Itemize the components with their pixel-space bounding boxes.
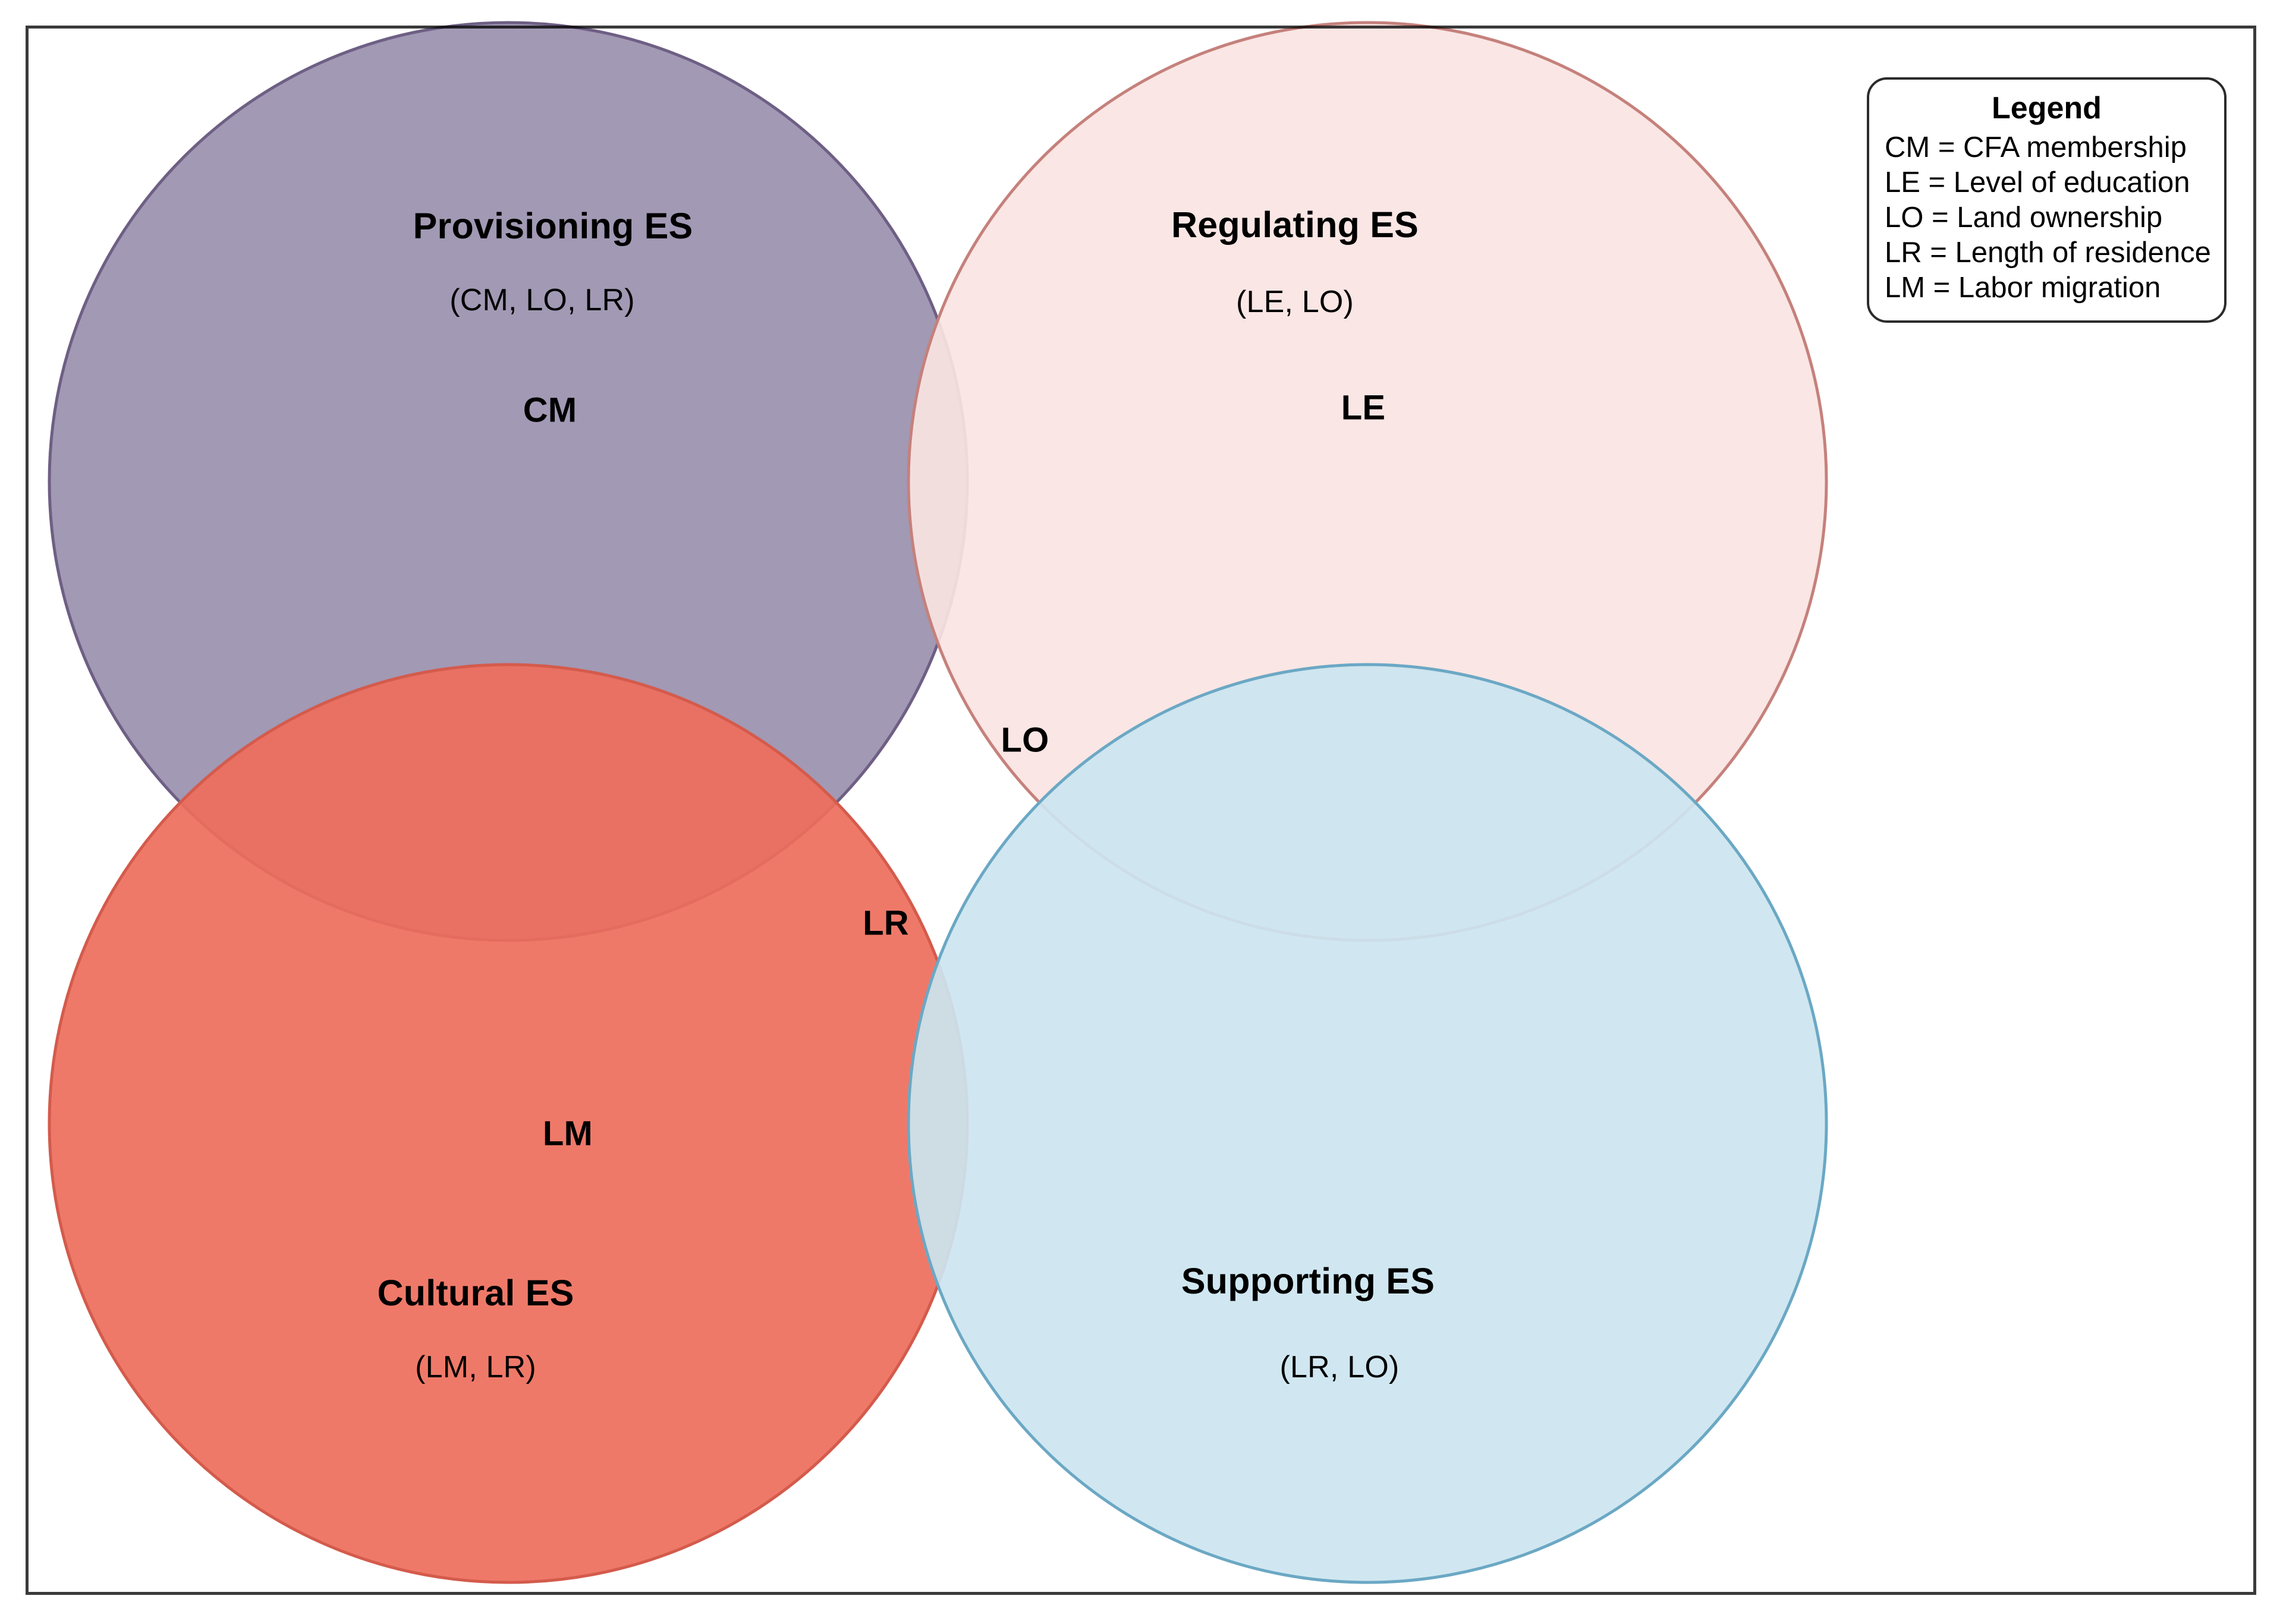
label-cultural-drivers: (LM, LR) — [415, 1350, 536, 1384]
legend-entry-lo: LO = Land ownership — [1885, 201, 2163, 234]
label-regulating-code: LE — [1341, 388, 1386, 427]
legend-box: Legend CM = CFA membership LE = Level of… — [1867, 77, 2227, 323]
label-supporting-drivers: (LR, LO) — [1279, 1350, 1400, 1384]
label-provisioning-code: CM — [523, 391, 577, 430]
label-regulating-title: Regulating ES — [1171, 204, 1419, 245]
label-intersection-lo: LO — [1001, 720, 1049, 760]
legend-entry-le: LE = Level of education — [1885, 166, 2190, 199]
label-provisioning-title: Provisioning ES — [413, 206, 693, 246]
circle-cultural — [48, 663, 969, 1584]
legend-entry-cm: CM = CFA membership — [1885, 131, 2187, 164]
circle-supporting — [907, 663, 1828, 1584]
label-regulating-drivers: (LE, LO) — [1235, 285, 1354, 319]
label-intersection-lr: LR — [863, 904, 909, 943]
label-supporting-title: Supporting ES — [1181, 1261, 1435, 1301]
label-cultural-title: Cultural ES — [377, 1273, 574, 1313]
legend-entry-lr: LR = Length of residence — [1885, 236, 2211, 269]
label-provisioning-drivers: (CM, LO, LR) — [449, 283, 635, 317]
legend-entry-lm: LM = Labor migration — [1885, 271, 2161, 304]
figure-border — [26, 26, 2256, 1595]
label-cultural-code: LM — [542, 1114, 593, 1153]
legend-title: Legend — [1992, 91, 2102, 125]
